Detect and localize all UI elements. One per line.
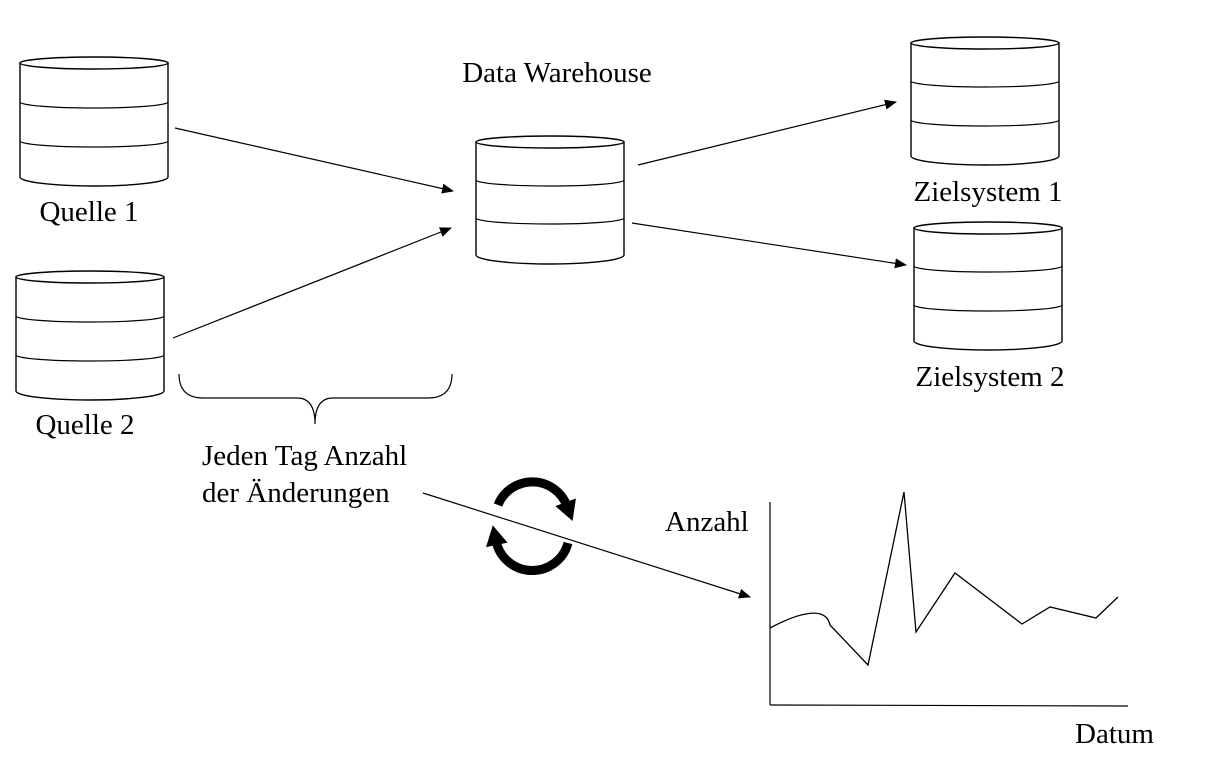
warehouse-label: Data Warehouse	[462, 57, 652, 89]
arrow-source2-to-warehouse	[172, 227, 452, 339]
target-1-database-icon	[910, 36, 1060, 166]
line-chart: Anzahl Datum	[665, 491, 1154, 750]
target-2-label: Zielsystem 2	[915, 361, 1064, 393]
chart-x-label: Datum	[1075, 718, 1154, 750]
chart-x-axis	[769, 704, 1129, 707]
arrow-note-to-chart	[422, 492, 751, 599]
chart-y-label: Anzahl	[665, 506, 749, 538]
target-1-label: Zielsystem 1	[913, 176, 1062, 208]
refresh-cycle-icon	[486, 477, 576, 576]
source-2-database-icon	[15, 270, 165, 401]
arrow-source1-to-warehouse	[174, 127, 454, 194]
note-line-1: Jeden Tag Anzahl	[202, 440, 407, 472]
warehouse-database-icon	[475, 135, 625, 265]
arrow-warehouse-to-target2	[631, 222, 907, 269]
note-line-2: der Änderungen	[202, 477, 390, 509]
source-2-label: Quelle 2	[35, 409, 134, 441]
target-2-database-icon	[913, 221, 1063, 351]
chart-series-line	[769, 491, 1119, 667]
source-1-database-icon	[19, 56, 169, 187]
arrow-warehouse-to-target1	[637, 99, 897, 166]
source-1-label: Quelle 1	[39, 196, 138, 228]
curly-brace	[178, 373, 453, 425]
